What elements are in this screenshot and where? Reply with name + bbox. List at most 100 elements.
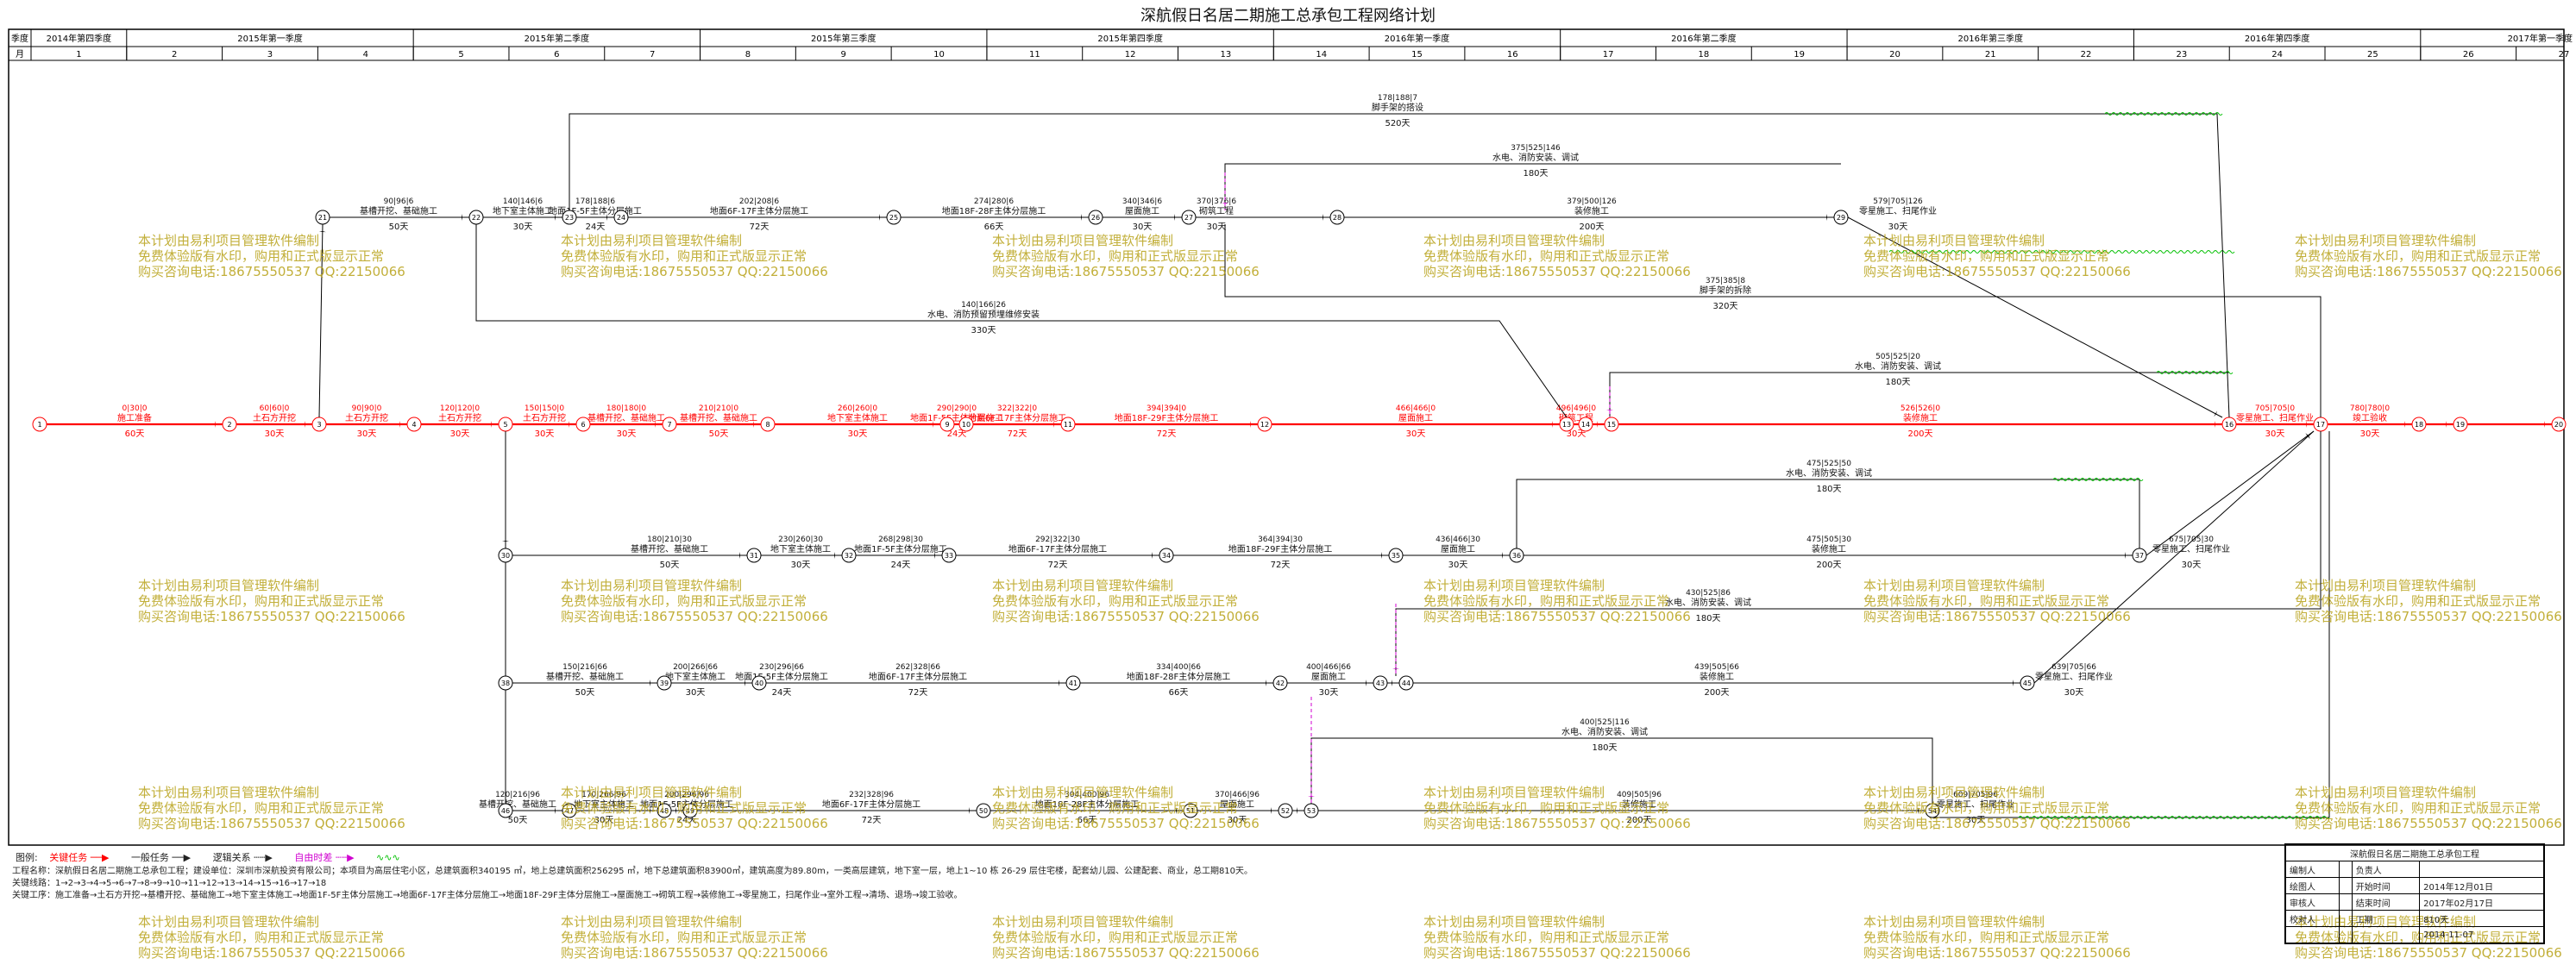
task-times: 200|296|96 xyxy=(664,791,709,799)
title-block-cell: 2017年02月17日 xyxy=(2419,893,2544,911)
svg-text:51: 51 xyxy=(1186,807,1195,815)
watermark: 本计划由易利项目管理软件编制免费体验版有水印，购用和正式版显示正常购买咨询电话:… xyxy=(138,233,405,279)
info-line-2: 关键线路：1→2→3→4→5→6→7→8→9→10→11→12→13→14→15… xyxy=(12,879,327,888)
title-block-cell xyxy=(2339,893,2353,911)
node-15: 15 xyxy=(1604,417,1619,432)
month-23: 23 xyxy=(2176,50,2187,60)
title-block-cell xyxy=(2284,926,2340,943)
task-label: 竣工验收 xyxy=(2353,412,2387,423)
watermark: 本计划由易利项目管理软件编制免费体验版有水印，购用和正式版显示正常购买咨询电话:… xyxy=(1863,785,2131,831)
task-label: 地下室主体施工 xyxy=(665,671,726,682)
task-times: 202|208|6 xyxy=(739,197,779,206)
task-label: 地面6F-17F主体分层施工 xyxy=(869,671,967,682)
task-times: 364|394|30 xyxy=(1258,536,1303,544)
node-26: 26 xyxy=(1088,210,1103,225)
svg-text:49: 49 xyxy=(686,807,694,815)
month-9: 9 xyxy=(841,50,846,60)
node-45: 45 xyxy=(2020,675,2035,691)
node-20: 20 xyxy=(2551,417,2567,432)
task-times: 90|96|6 xyxy=(384,197,414,206)
task-times: 140|146|6 xyxy=(503,197,543,206)
node-34: 34 xyxy=(1159,548,1174,563)
watermark: 本计划由易利项目管理软件编制免费体验版有水印，购用和正式版显示正常购买咨询电话:… xyxy=(1863,914,2131,961)
task-times: 200|266|66 xyxy=(673,663,718,672)
node-41: 41 xyxy=(1065,675,1081,691)
svg-text:48: 48 xyxy=(660,807,669,815)
task-times: 230|296|66 xyxy=(759,663,804,672)
title-block-cell xyxy=(2339,926,2353,943)
task-label: 砌筑工程 xyxy=(1199,205,1234,216)
node-24: 24 xyxy=(613,210,629,225)
task-times: 375|385|8 xyxy=(1706,277,1745,285)
node-14: 14 xyxy=(1578,417,1593,432)
node-32: 32 xyxy=(841,548,857,563)
node-10: 10 xyxy=(958,417,974,432)
task-duration: 60天 xyxy=(125,429,145,439)
task-label: 地下室主体施工 xyxy=(827,412,888,423)
task-times: 120|216|96 xyxy=(495,791,540,799)
svg-text:30: 30 xyxy=(501,552,510,560)
node-8: 8 xyxy=(760,417,776,432)
task-times: 475|525|50 xyxy=(1806,460,1851,468)
task-duration: 30天 xyxy=(2360,429,2380,439)
task-duration: 180天 xyxy=(1816,485,1841,494)
task-times: 140|166|26 xyxy=(961,301,1006,310)
page-title: 深航假日名居二期施工总承包工程网络计划 xyxy=(1140,7,1436,25)
node-22: 22 xyxy=(468,210,484,225)
node-40: 40 xyxy=(751,675,767,691)
node-5: 5 xyxy=(498,417,513,432)
task-times: 400|525|116 xyxy=(1580,718,1630,727)
watermark: 本计划由易利项目管理软件编制免费体验版有水印，购用和正式版显示正常购买咨询电话:… xyxy=(561,785,828,831)
task-times: 475|505|30 xyxy=(1806,536,1851,544)
node-35: 35 xyxy=(1388,548,1404,563)
svg-text:45: 45 xyxy=(2023,680,2032,687)
watermark: 本计划由易利项目管理软件编制免费体验版有水印，购用和正式版显示正常购买咨询电话:… xyxy=(2295,233,2562,279)
svg-text:13: 13 xyxy=(1562,421,1571,429)
task-times: 705|705|0 xyxy=(2255,404,2295,413)
task-duration: 24天 xyxy=(947,429,967,439)
month-25: 25 xyxy=(2367,50,2378,60)
task-label: 屋面施工 xyxy=(1441,543,1475,554)
quarter-6: 2016年第一季度 xyxy=(1385,33,1449,44)
task-duration: 200天 xyxy=(1704,688,1729,698)
svg-text:33: 33 xyxy=(945,552,953,560)
node-2: 2 xyxy=(222,417,237,432)
task-label: 土石方开挖 xyxy=(253,412,296,423)
watermark: 本计划由易利项目管理软件编制免费体验版有水印，购用和正式版显示正常购买咨询电话:… xyxy=(138,785,405,831)
task-duration: 180天 xyxy=(1695,614,1720,623)
quarter-7: 2016年第二季度 xyxy=(1671,33,1736,44)
svg-text:42: 42 xyxy=(1276,680,1285,687)
task-label: 屋面施工 xyxy=(1311,671,1346,682)
node-38: 38 xyxy=(498,675,513,691)
svg-text:44: 44 xyxy=(1402,680,1411,687)
svg-text:41: 41 xyxy=(1069,680,1078,687)
node-6: 6 xyxy=(575,417,591,432)
title-block-cell: 校对人 xyxy=(2284,910,2340,927)
svg-text:11: 11 xyxy=(1064,421,1072,429)
task-duration: 200天 xyxy=(1907,429,1932,439)
quarter-4: 2015年第三季度 xyxy=(811,33,876,44)
svg-text:28: 28 xyxy=(1333,214,1341,222)
svg-text:47: 47 xyxy=(565,807,574,815)
svg-text:46: 46 xyxy=(501,807,510,815)
month-19: 19 xyxy=(1794,50,1805,60)
node-47: 47 xyxy=(562,803,577,818)
task-times: 290|290|0 xyxy=(937,404,977,413)
svg-text:39: 39 xyxy=(660,680,669,687)
task-duration: 30天 xyxy=(450,429,470,439)
task-times: 675|705|30 xyxy=(2169,536,2214,544)
node-18: 18 xyxy=(2411,417,2427,432)
month-8: 8 xyxy=(745,50,751,60)
node-1: 1 xyxy=(32,417,47,432)
